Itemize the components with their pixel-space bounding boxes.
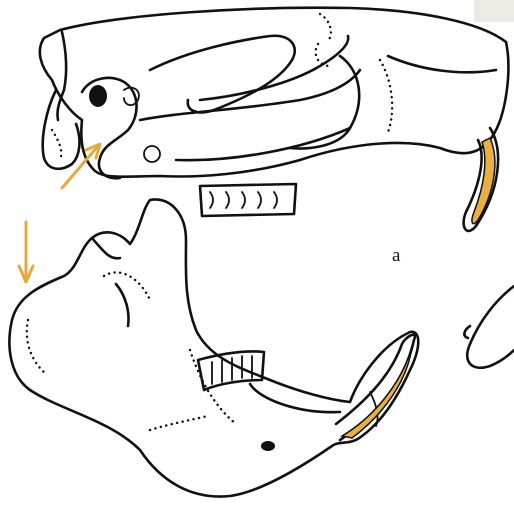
corner-smudge bbox=[474, 0, 514, 22]
mental-foramen bbox=[261, 441, 275, 451]
foramen-small bbox=[144, 146, 160, 162]
braincase-line bbox=[176, 128, 350, 160]
suture-dots-upper bbox=[320, 14, 331, 42]
lower-molars bbox=[198, 351, 264, 390]
mandible-dots-condyle bbox=[104, 272, 150, 300]
arrow-down bbox=[19, 222, 33, 282]
lower-molar-row bbox=[198, 351, 264, 390]
upper-molars bbox=[200, 184, 296, 216]
orbit-rim bbox=[150, 36, 295, 113]
cheek-process bbox=[290, 56, 359, 148]
upper-molar-row bbox=[200, 184, 296, 216]
nasal-bone bbox=[57, 32, 66, 120]
upper-molar-ridges bbox=[210, 192, 277, 208]
mandible-outline bbox=[9, 199, 418, 496]
mandible-ridge bbox=[116, 284, 129, 326]
nasal-opening bbox=[89, 85, 107, 107]
adjacent-skull-fragment bbox=[467, 286, 514, 368]
suture-dots-rear bbox=[380, 60, 392, 132]
mandible-dots-base bbox=[150, 416, 208, 430]
adjacent-skull-hook bbox=[464, 326, 470, 338]
nasal-dots bbox=[52, 130, 61, 160]
occipital-ridge bbox=[388, 56, 496, 72]
mandible-dots-left bbox=[27, 320, 46, 374]
coronoid-notch bbox=[92, 238, 120, 258]
panel-label: a bbox=[392, 245, 401, 266]
cranium bbox=[40, 8, 509, 231]
suture-dots-orbit bbox=[316, 44, 330, 66]
mandible bbox=[9, 199, 418, 496]
